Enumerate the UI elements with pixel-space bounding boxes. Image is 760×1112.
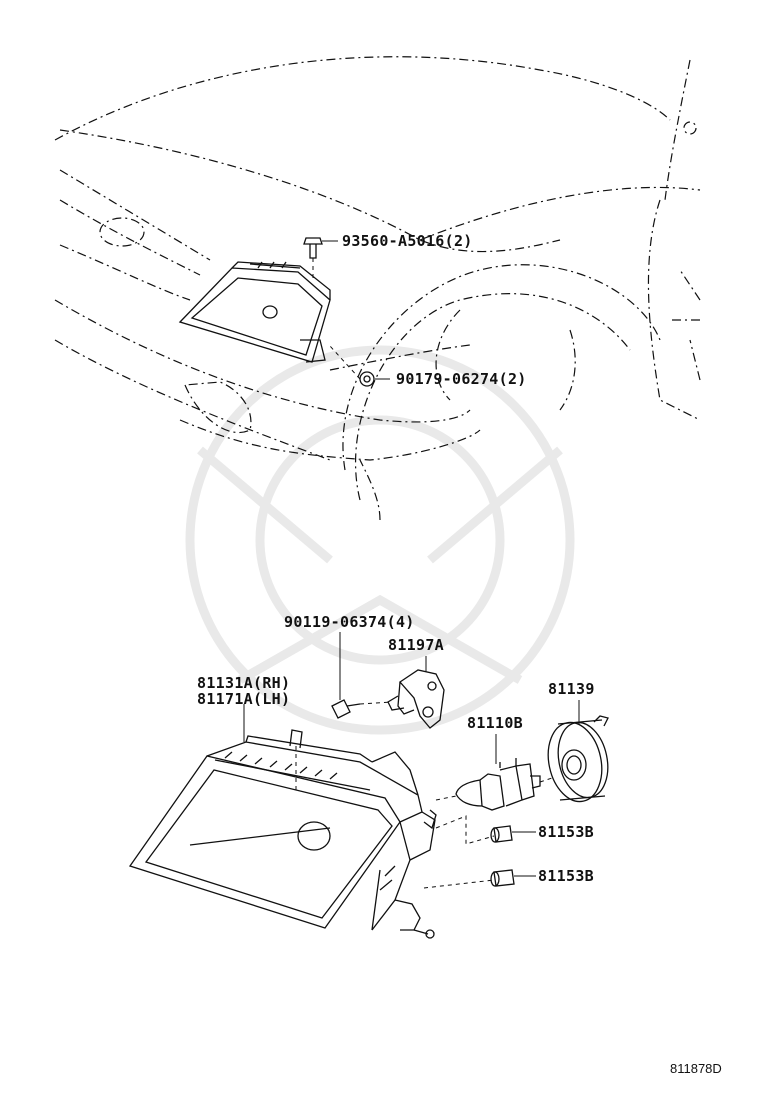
installed-headlamp bbox=[178, 261, 331, 363]
clip-icon bbox=[359, 371, 375, 387]
callout-screw: 90119-06374(4) bbox=[284, 613, 415, 631]
callout-bulb: 81110B bbox=[467, 714, 523, 732]
headlamp-housing bbox=[128, 729, 437, 939]
callout-socket-upper: 81153B bbox=[538, 823, 594, 841]
socket-bulb-upper bbox=[490, 825, 513, 843]
top-leaders bbox=[312, 240, 390, 380]
dust-cover-part bbox=[547, 715, 609, 803]
callout-socket-lower: 81153B bbox=[538, 867, 594, 885]
callout-bracket: 81197A bbox=[388, 636, 444, 654]
bulb-part bbox=[455, 758, 541, 811]
bracket-part bbox=[387, 669, 445, 729]
callout-housing-rh: 81131A(RH) bbox=[197, 674, 290, 692]
car-front-outline bbox=[54, 56, 701, 521]
figure-id: 811878D bbox=[670, 1061, 722, 1076]
callout-clip: 90179-06274(2) bbox=[396, 370, 527, 388]
exploded-leaders bbox=[243, 632, 580, 889]
bolt-icon bbox=[303, 237, 323, 259]
callout-bolt-top: 93560-A5016(2) bbox=[342, 232, 473, 250]
socket-bulb-lower bbox=[490, 869, 515, 887]
callout-cover: 81139 bbox=[548, 680, 595, 698]
watermark-seal bbox=[185, 345, 575, 735]
screw-icon bbox=[331, 699, 361, 719]
callout-housing-lh: 81171A(LH) bbox=[197, 690, 290, 708]
